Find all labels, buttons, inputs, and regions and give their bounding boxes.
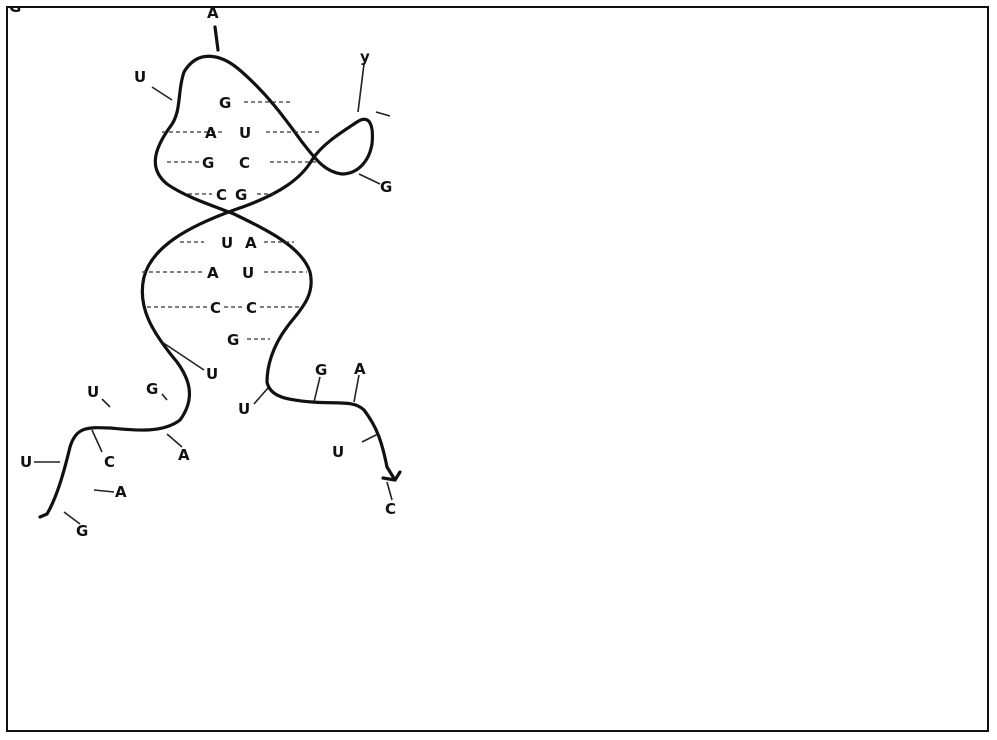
base-label: G [76,522,88,540]
rna-double-helix-diagram: A U G A U y G C C G G U A A U C C G U U … [8,8,991,734]
base-label: U [238,400,250,418]
base-label: y [360,48,370,66]
base-label: U [239,124,251,142]
connector [102,399,110,407]
base-label: U [87,383,99,401]
base-label: U [134,68,146,86]
connector [92,430,102,452]
base-label: G [315,361,327,379]
connector [359,174,380,184]
base-label: G [202,154,214,172]
strand-stem-tip [215,27,218,50]
base-label: C [246,299,257,317]
connector [376,112,390,116]
base-label: C [239,154,250,172]
base-label: C [104,453,115,471]
connector [94,490,114,492]
connector [314,377,320,402]
connector [254,388,268,404]
base-label: G [219,94,231,112]
strand-5-end-fork [40,514,47,517]
base-label: G [235,186,247,204]
base-label: A [245,234,257,252]
base-label: C [216,186,227,204]
base-label: U [20,453,32,471]
base-label: A [115,483,127,501]
base-label: A [207,264,219,282]
base-label: G [227,331,239,349]
base-label: C [210,299,221,317]
base-label: G [380,178,392,196]
connector [362,434,378,442]
connector [387,482,392,500]
base-label: A [354,360,366,378]
base-label: C [385,500,396,518]
base-label: U [242,264,254,282]
base-pair-bonds [142,102,320,339]
connector [354,375,359,402]
base-label: U [332,443,344,461]
base-label: U [221,234,233,252]
base-label: G [9,8,21,16]
base-label: U [206,365,218,383]
base-label: A [207,8,219,22]
connector [162,342,204,370]
connector [162,394,167,400]
base-label: A [205,124,217,142]
base-label: A [178,446,190,464]
connector [152,87,172,100]
base-label: G [146,380,158,398]
figure-frame: A U G A U y G C C G G U A A U C C G U U … [6,6,989,732]
connector [358,64,364,112]
